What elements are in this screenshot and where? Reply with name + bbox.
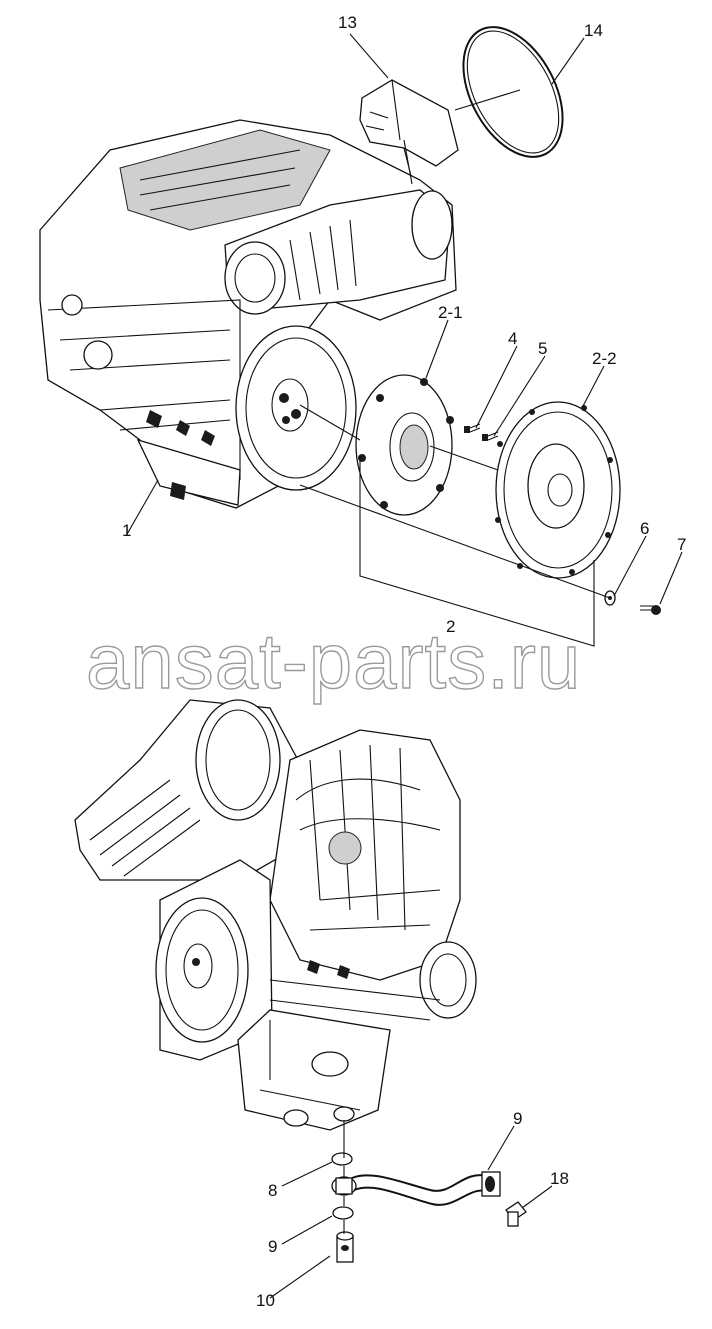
callout-2-2: 2-2 [592,349,617,368]
callout-2: 2 [446,617,455,636]
lower-callouts: 9 18 8 9 10 [256,1109,569,1310]
seal-ring-part-9 [332,1206,354,1220]
callout-6: 6 [640,519,649,538]
callout-13: 13 [338,13,357,32]
flex-plate-part-2-2 [495,401,621,579]
cover-part-13 [359,79,459,181]
callout-8: 8 [268,1181,277,1200]
callout-10: 10 [256,1291,275,1310]
upper-leader-lines [125,33,683,647]
drain-union [331,1176,357,1196]
engine-part-1 [39,119,457,509]
callout-7: 7 [677,535,686,554]
bolt-part-7 [640,605,661,615]
drive-plate-part-2-1 [355,374,454,516]
callout-5: 5 [538,339,547,358]
callout-4: 4 [508,329,517,348]
watermark-text: ansat-parts.ru [86,617,581,705]
seal-ring-part-14 [462,26,564,158]
callout-9-seal: 9 [268,1237,277,1256]
drain-hose-part-9 [351,1171,501,1206]
fitting-part-18 [505,1201,527,1227]
engine-rear-view [74,699,477,1131]
callout-18: 18 [550,1169,569,1188]
bolt-part-4 [464,423,481,433]
plug-part-10 [336,1231,354,1263]
callout-9-hose: 9 [513,1109,522,1128]
callout-14: 14 [584,21,603,40]
callout-2-1: 2-1 [438,303,463,322]
seal-ring-part-8 [331,1152,353,1166]
callout-1: 1 [122,521,131,540]
upper-callouts: 13 14 2-1 4 5 2-2 1 6 7 2 [122,13,686,636]
lower-leader-lines [269,1120,553,1299]
